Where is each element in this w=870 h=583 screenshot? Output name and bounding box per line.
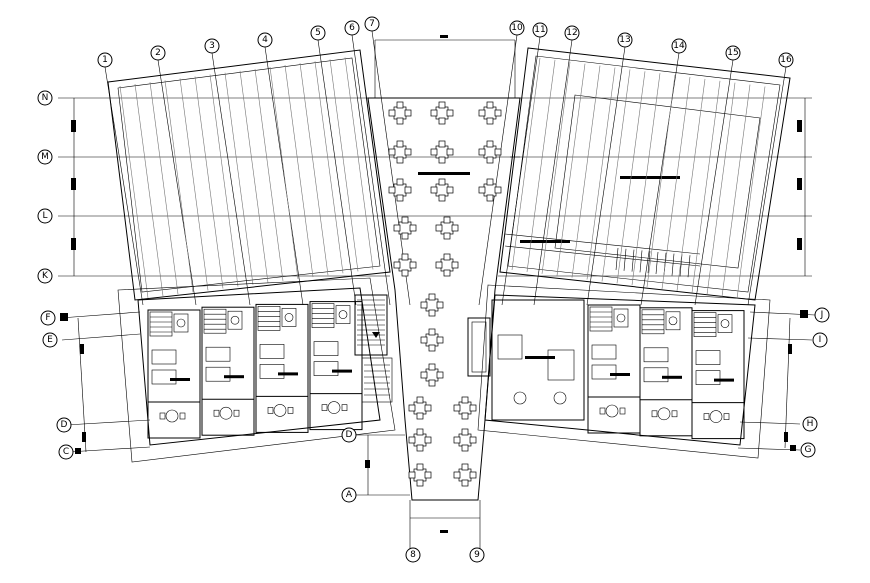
grid-label: 7 [369, 19, 375, 29]
grid-label: 11 [534, 25, 545, 35]
grid-label: J [820, 310, 824, 320]
grid-bubble: M [37, 149, 53, 165]
grid-bubble: 3 [204, 38, 220, 54]
grid-label: I [819, 335, 822, 345]
dining-table [430, 140, 454, 164]
grid-bubble: G [800, 442, 816, 458]
grid-label: A [346, 490, 353, 500]
dining-table [408, 463, 432, 487]
grid-bubble: 2 [150, 45, 166, 61]
grid-label: 2 [155, 48, 161, 58]
dining-table [478, 101, 502, 125]
center-dimension-lines [355, 434, 410, 496]
grid-label: 15 [727, 48, 738, 58]
grid-bubble: 12 [564, 25, 580, 41]
grid-bubble: 13 [617, 32, 633, 48]
dining-table [408, 396, 432, 420]
grid-bubble: F [40, 310, 56, 326]
grid-label: 12 [566, 28, 577, 38]
guest-room [147, 309, 201, 439]
grid-label: L [42, 211, 47, 221]
lower-left-wing [59, 277, 396, 463]
grid-bubble: J [814, 307, 830, 323]
lower-right-wing [467, 284, 816, 459]
guest-room [255, 303, 309, 433]
grid-label: K [42, 271, 49, 281]
grid-label: F [45, 313, 50, 323]
grid-bubble: 4 [257, 32, 273, 48]
dining-table [420, 363, 444, 387]
grid-bubble: D [56, 417, 72, 433]
central-hall [367, 35, 521, 555]
grid-bubble: N [37, 90, 53, 106]
grid-label: D [346, 430, 353, 440]
grid-bubble: D [341, 427, 357, 443]
dining-table [478, 178, 502, 202]
grid-label: N [42, 93, 49, 103]
grid-bubble: 10 [509, 20, 525, 36]
grid-label: E [47, 335, 53, 345]
grid-label: 8 [410, 550, 416, 560]
grid-label: 3 [209, 41, 215, 51]
grid-bubble: L [37, 208, 53, 224]
grid-bubble: 9 [469, 547, 485, 563]
grid-label: D [61, 420, 68, 430]
grid-label: 16 [780, 55, 792, 65]
grid-label: 6 [349, 23, 355, 33]
grid-bubble: H [802, 416, 818, 432]
grid-bubble: 6 [344, 20, 360, 36]
grid-bubble: 11 [532, 22, 548, 38]
grid-bubble: 15 [725, 45, 741, 61]
dining-table [388, 178, 412, 202]
grid-label: 13 [619, 35, 630, 45]
dining-table [408, 428, 432, 452]
grid-label: H [807, 419, 814, 429]
grid-bubble: K [37, 268, 53, 284]
dining-table [435, 253, 459, 277]
grid-bubble: C [58, 444, 74, 460]
grid-bubble: A [341, 487, 357, 503]
grid-bubble: I [812, 332, 828, 348]
grid-bubble: 16 [778, 52, 794, 68]
upper-left-block [58, 30, 520, 306]
grid-label: 4 [262, 35, 268, 45]
grid-label: 14 [673, 41, 685, 51]
guest-room [639, 307, 693, 437]
guest-room [309, 301, 363, 431]
guest-room [587, 304, 641, 434]
dining-table [393, 253, 417, 277]
dining-table [430, 101, 454, 125]
dining-table [420, 328, 444, 352]
upper-right-block [478, 34, 812, 306]
dining-table [393, 216, 417, 240]
guest-room [691, 310, 745, 440]
grid-label: G [805, 445, 812, 455]
dining-table [478, 140, 502, 164]
grid-label: 1 [102, 55, 108, 65]
grid-label: 5 [315, 28, 321, 38]
dining-table [420, 293, 444, 317]
grid-bubble: 7 [364, 16, 380, 32]
suite-room [491, 299, 585, 421]
dining-table [388, 101, 412, 125]
grid-bubble: 14 [671, 38, 687, 54]
grid-label: 10 [511, 23, 523, 33]
dining-table [453, 396, 477, 420]
dining-table [388, 140, 412, 164]
grid-label: C [63, 447, 69, 457]
dining-table [435, 216, 459, 240]
dining-table [453, 428, 477, 452]
dining-table [453, 463, 477, 487]
grid-label: 9 [474, 550, 480, 560]
grid-bubble: 1 [97, 52, 113, 68]
dining-table [430, 178, 454, 202]
grid-bubble: 5 [310, 25, 326, 41]
guest-room [201, 306, 255, 436]
grid-bubble: 8 [405, 547, 421, 563]
grid-label: M [41, 152, 49, 162]
grid-bubble: E [42, 332, 58, 348]
